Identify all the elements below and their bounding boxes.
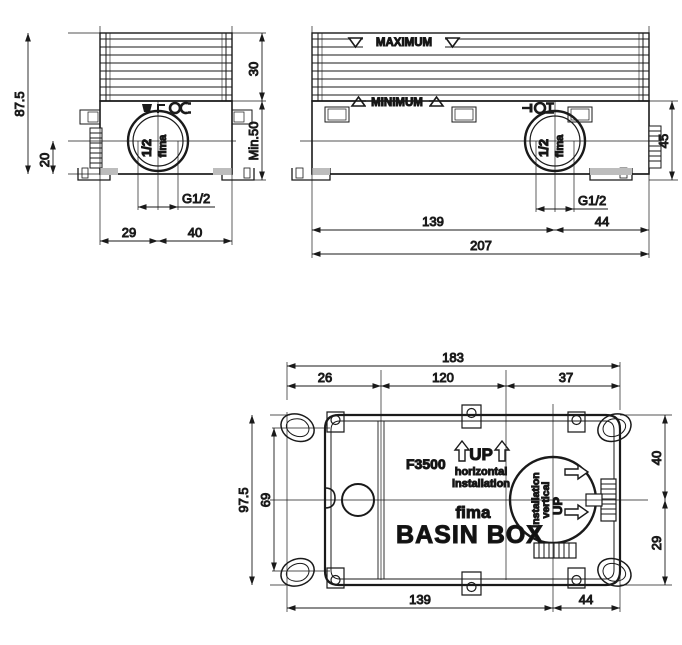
dim-29-plan-label: 29 <box>649 536 664 550</box>
dim-plan-overall-width: 183 <box>287 350 620 369</box>
dim-183-label: 183 <box>442 350 464 365</box>
side-cap-size-label: 1/2 <box>139 139 154 157</box>
dim-g12-side-label: G1/2 <box>182 191 210 206</box>
dim-front-body-height: 45 <box>656 101 675 180</box>
dim-min50-label: Min.50 <box>246 121 261 160</box>
dim-44-front-label: 44 <box>595 214 609 229</box>
dim-45-label: 45 <box>656 134 671 148</box>
front-view-fin-stack <box>311 32 650 102</box>
plan-up-text: UP <box>469 445 493 464</box>
dim-37-label: 37 <box>559 370 573 385</box>
dim-plan-lower-offset: 29 <box>649 500 668 585</box>
dim-side-fin-height: 30 <box>246 33 265 101</box>
dim-side-overall-height: 87.5 <box>12 33 31 174</box>
dim-44-plan-label: 44 <box>579 592 593 607</box>
front-view-lugs <box>324 106 593 123</box>
front-view-maximum-label: MAXIMUM <box>347 36 461 50</box>
dim-front-overall-width: 207 <box>312 238 649 257</box>
front-elevation-view: MAXIMUM MINIMUM <box>291 26 678 258</box>
dim-120-label: 120 <box>432 370 454 385</box>
plan-bottom-nipple <box>533 542 577 559</box>
dim-40-plan-label: 40 <box>649 451 664 465</box>
plan-top-view: F3500 UP horizontal installation fima BA… <box>236 350 672 612</box>
side-elevation-view: 1/2 fima 87.5 <box>12 26 266 245</box>
side-view-construction-lines <box>68 26 266 245</box>
dim-20-label: 20 <box>37 153 52 167</box>
dim-40-label: 40 <box>188 225 202 240</box>
front-view-threaded-nipple <box>648 125 662 169</box>
plan-horizontal-line2: installation <box>452 478 510 490</box>
dim-side-axis-height: 20 <box>37 141 56 174</box>
dim-g12-front-label: G1/2 <box>578 193 606 208</box>
dim-139-plan-label: 139 <box>409 592 431 607</box>
plan-up-vertical-block: UP vertical installation <box>530 463 590 528</box>
plan-horizontal-line1: horizontal <box>455 466 508 478</box>
dim-side-thread: G1/2 <box>138 191 215 210</box>
dim-207-label: 207 <box>470 238 492 253</box>
dim-69-label: 69 <box>258 493 273 507</box>
dim-side-bottom-chain: 29 40 <box>100 225 232 244</box>
side-cap-brand-label: fima <box>157 134 169 158</box>
dim-plan-inner-height: 69 <box>258 428 277 571</box>
dim-29-label: 29 <box>122 225 136 240</box>
dim-139-front-label: 139 <box>422 214 444 229</box>
plan-model-text: F3500 <box>406 456 446 472</box>
front-view-body <box>311 100 650 175</box>
side-view-pictograms <box>142 101 191 115</box>
side-view-fin-stack <box>99 32 233 102</box>
minimum-text: MINIMUM <box>371 97 423 109</box>
front-view-construction-lines <box>300 26 678 258</box>
dim-plan-overall-height: 97.5 <box>236 415 255 585</box>
front-cap-brand-label: fima <box>554 134 566 158</box>
dim-plan-upper-offset: 40 <box>649 415 668 500</box>
plan-vertical-up-text: UP <box>550 497 565 515</box>
front-view-base-feet <box>291 167 649 181</box>
dim-30-label: 30 <box>246 62 261 76</box>
dim-97-5-label: 97.5 <box>236 487 251 512</box>
front-cap-size-label: 1/2 <box>536 139 551 157</box>
maximum-text: MAXIMUM <box>376 37 432 49</box>
plan-screw-tabs <box>326 404 586 596</box>
front-view-minimum-label: MINIMUM <box>350 95 445 110</box>
front-view-pictograms <box>522 101 554 115</box>
dim-front-chain: 139 44 <box>312 214 649 233</box>
plan-up-horizontal-block: UP horizontal installation <box>451 439 511 491</box>
dim-26-label: 26 <box>318 370 332 385</box>
dim-plan-chain-bottom: 139 44 <box>287 592 620 611</box>
plan-product-text: BASIN BOX <box>396 521 544 549</box>
dim-side-min-depth: Min.50 <box>246 101 265 180</box>
dim-plan-chain-top: 26 120 37 <box>287 370 620 389</box>
plan-brand-text: fima <box>456 503 492 522</box>
dim-front-thread: G1/2 <box>536 193 608 212</box>
dim-87-5-label: 87.5 <box>12 91 27 116</box>
